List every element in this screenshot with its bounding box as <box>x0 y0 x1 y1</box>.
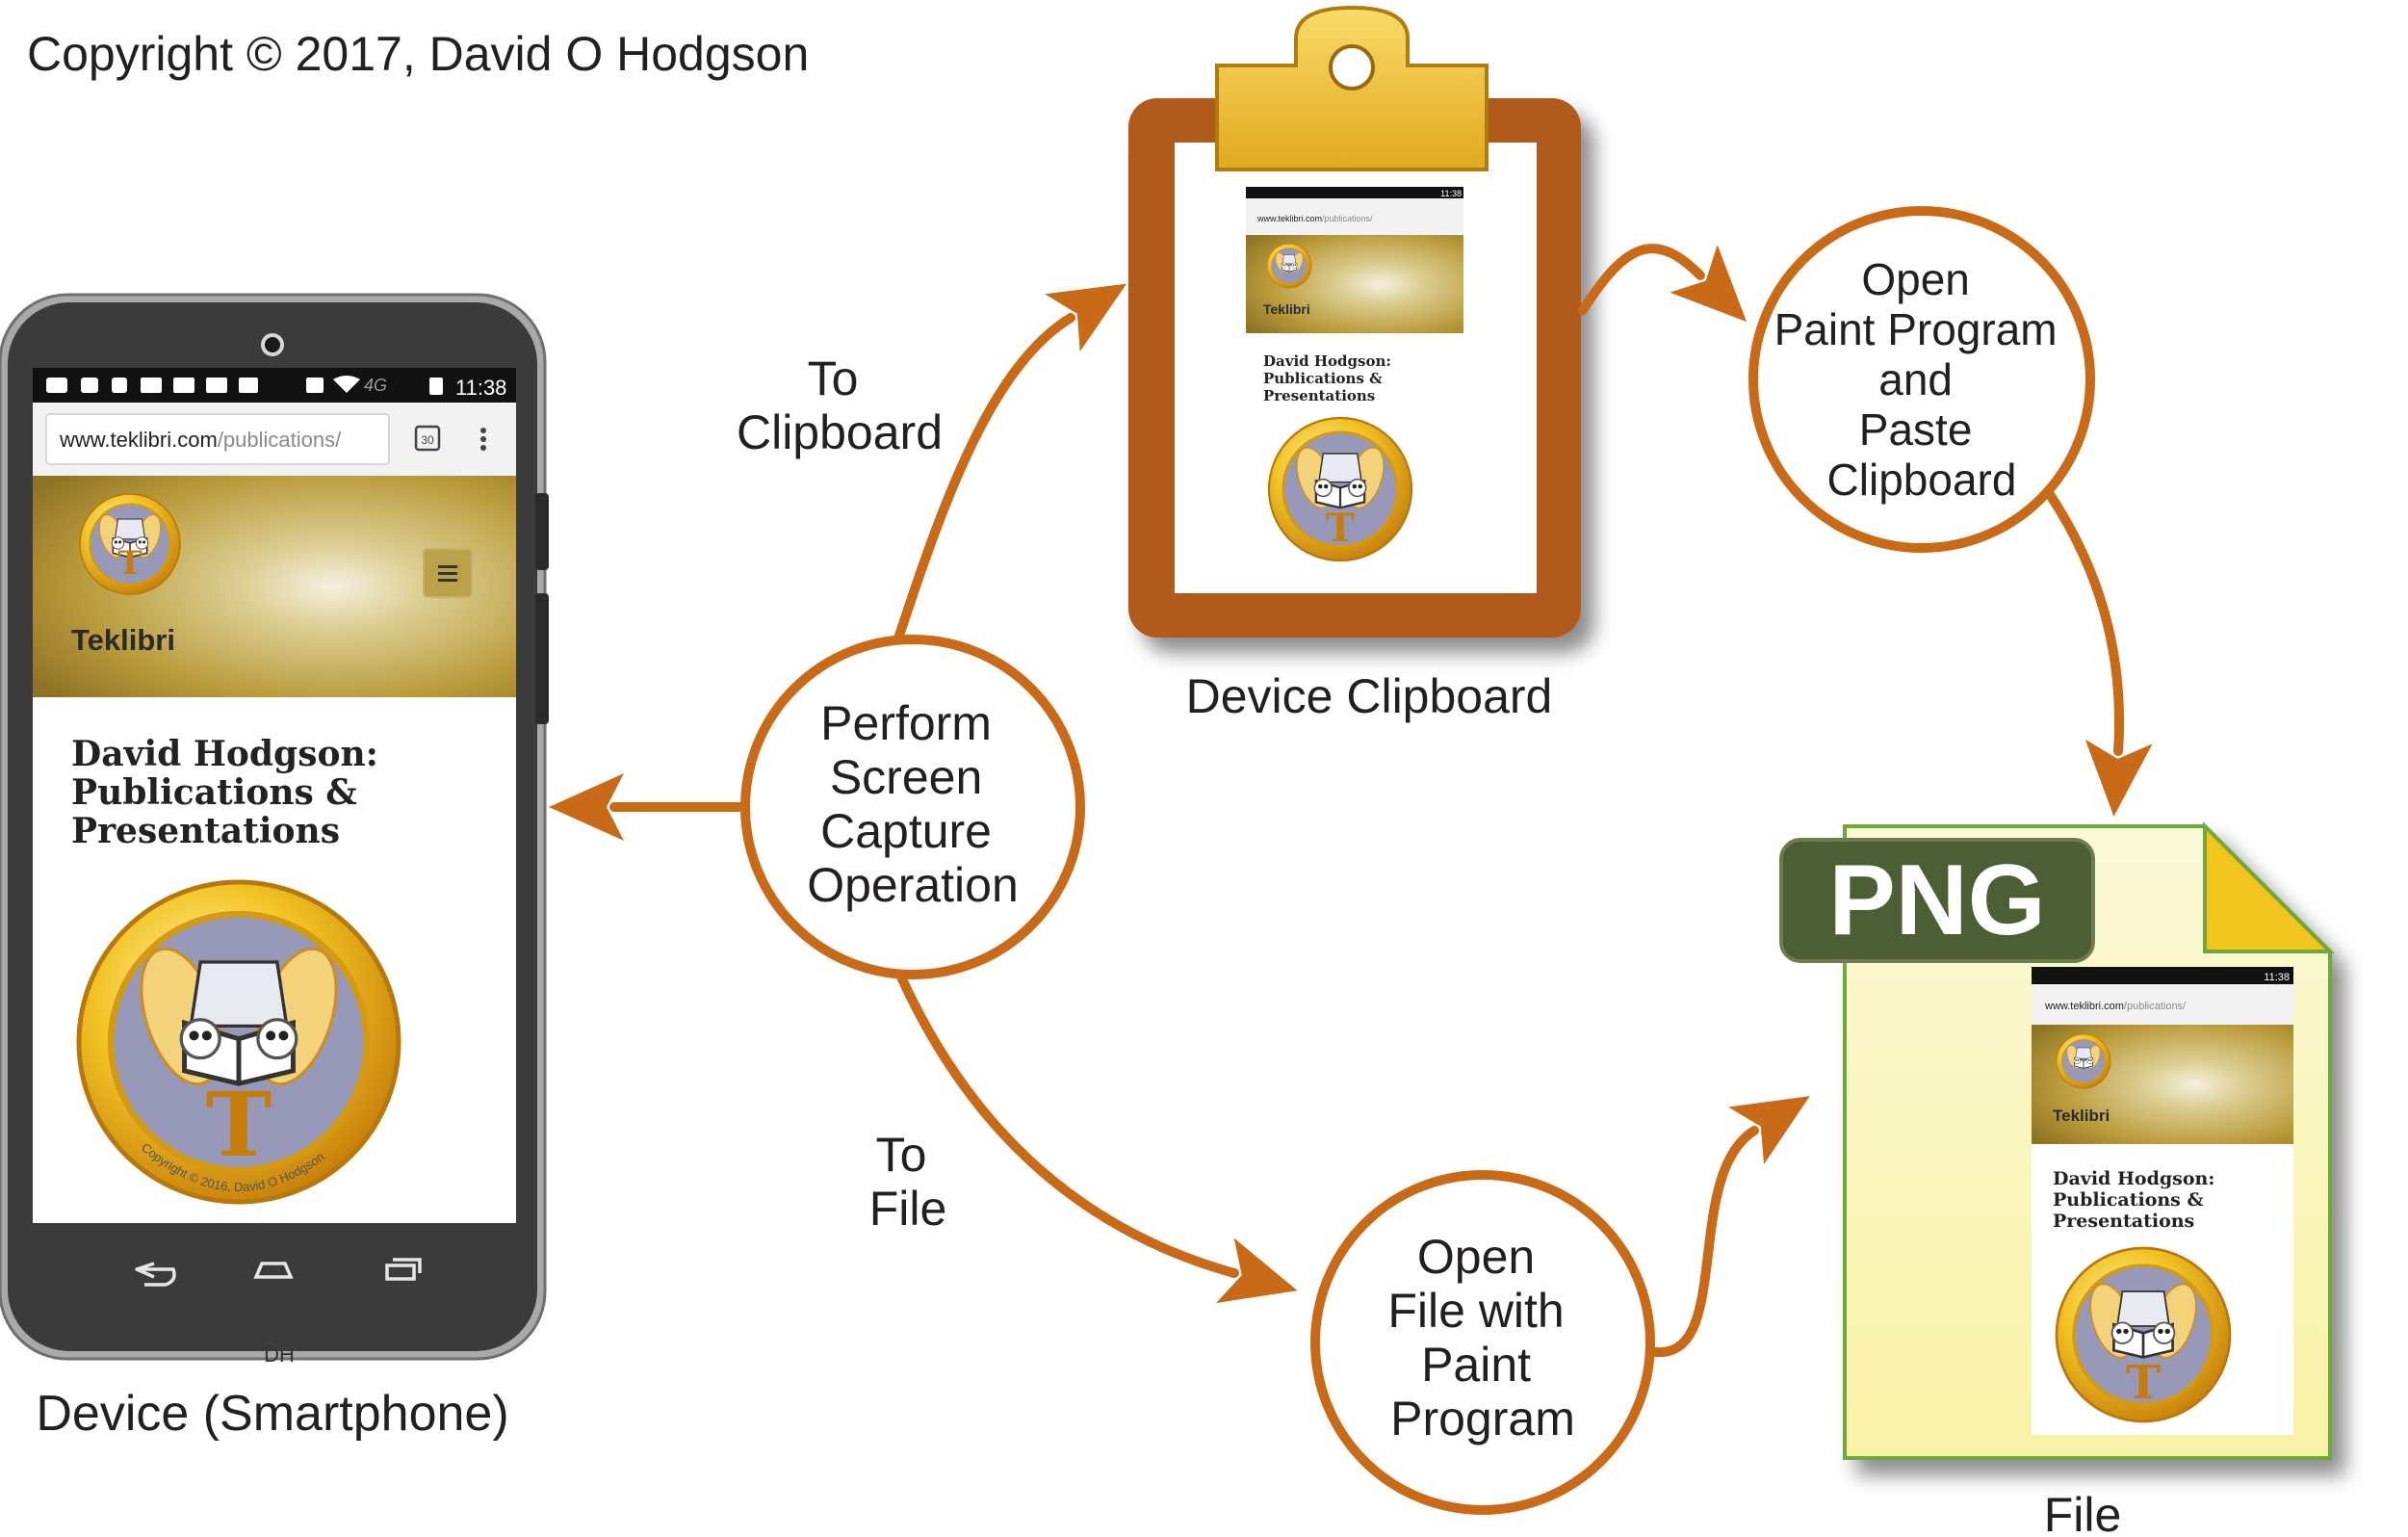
overflow-menu-icon[interactable] <box>480 428 486 451</box>
node-open-paint-line-2: File with <box>1387 1284 1564 1338</box>
file-url-path: /publications/ <box>2124 1001 2187 1012</box>
phone-nav-bar <box>33 1223 516 1316</box>
clipboard-url-host: www.teklibri.com <box>1256 214 1322 223</box>
status-icons <box>46 376 443 395</box>
status-bar <box>33 368 516 403</box>
file-url: www.teklibri.com/publications/ <box>2044 1001 2187 1012</box>
node-capture-line-4: Operation <box>807 858 1019 912</box>
node-paint-paste-text: Open Paint Program and Paste Clipboard <box>1774 254 2070 505</box>
page-heading-line-3: Presentations <box>71 811 340 851</box>
front-camera <box>261 333 284 356</box>
clipboard-heading-line-2: Publications & <box>1263 370 1383 387</box>
file-heading: David Hodgson: Publications & Presentati… <box>2053 1168 2221 1232</box>
site-logo-letter: T <box>117 544 142 583</box>
file-screenshot: 11:38 www.teklibri.com/publications/ Tek… <box>2032 967 2293 1435</box>
edge-label-to-file-line-2: File <box>869 1182 947 1236</box>
arrow-capture-to-clipboard <box>894 283 1127 640</box>
edge-label-to-clipboard-line-2: Clipboard <box>737 405 943 459</box>
node-capture-line-1: Perform <box>820 696 992 750</box>
home-button-icon[interactable] <box>253 1262 294 1279</box>
node-open-paint: Open File with Paint Program <box>1310 1170 1655 1515</box>
file-heading-line-2: Publications & <box>2053 1189 2204 1211</box>
bezel-mark: DH <box>264 1342 295 1367</box>
address-bar[interactable] <box>45 413 390 465</box>
file-logo-letter: T <box>2126 1356 2161 1410</box>
png-badge-label: PNG <box>1828 845 2045 956</box>
file-label: File <box>2044 1488 2122 1537</box>
node-perform-capture-text: Perform Screen Capture Operation <box>807 696 1019 912</box>
node-paste-line-2: Paint Program <box>1774 304 2058 354</box>
recent-apps-button-icon[interactable] <box>385 1258 422 1281</box>
clipboard-url: www.teklibri.com/publications/ <box>1256 214 1373 223</box>
file-heading-line-1: David Hodgson: <box>2053 1168 2214 1189</box>
node-paste-line-3: and <box>1878 354 1953 404</box>
file-url-host: www.teklibri.com <box>2044 1001 2124 1012</box>
node-open-paint-line-3: Paint <box>1421 1338 1531 1392</box>
clipboard-url-path: /publications/ <box>1322 214 1373 223</box>
node-capture-line-2: Screen <box>830 750 982 804</box>
url-path: /publications/ <box>218 428 342 452</box>
file-site-name: Teklibri <box>2053 1107 2110 1125</box>
node-open-paint-line-4: Program <box>1390 1392 1575 1446</box>
smartphone: 4G 11:38 www.teklibri.com/publications/ … <box>0 293 549 1367</box>
file-dog-ear <box>2203 821 2335 953</box>
node-paste-line-1: Open <box>1861 254 1970 304</box>
edge-label-to-file: To File <box>869 1128 947 1236</box>
node-capture-line-3: Capture <box>820 804 992 858</box>
clipboard-clip <box>1215 5 1489 171</box>
clipboard-label: Device Clipboard <box>1186 669 1553 723</box>
clip-hole <box>1329 44 1375 91</box>
page-heading-line-1: David Hodgson: <box>71 734 378 774</box>
phone-label: Device (Smartphone) <box>36 1386 508 1442</box>
node-open-paint-line-1: Open <box>1417 1230 1535 1284</box>
png-badge <box>1779 838 2095 963</box>
arrow-clipboard-to-paste <box>1578 244 1748 323</box>
clipboard-heading-line-3: Presentations <box>1263 387 1375 404</box>
node-paste-line-5: Clipboard <box>1827 455 2017 505</box>
phone-side-button-2 <box>535 593 549 724</box>
edge-label-to-file-line-1: To <box>876 1128 927 1182</box>
node-paste-line-4: Paste <box>1859 404 1973 455</box>
arrow-paste-to-file <box>2044 488 2153 817</box>
back-button-icon[interactable] <box>135 1262 176 1287</box>
file-heading-line-3: Presentations <box>2053 1211 2194 1232</box>
clipboard-screenshot: 11:38 www.teklibri.com/publications/ Tek… <box>1246 187 1463 562</box>
page-logo-letter: T <box>206 1073 272 1177</box>
clipboard-logo-letter: T <box>1326 506 1355 551</box>
hamburger-icon <box>438 565 457 582</box>
page-heading: David Hodgson: Publications & Presentati… <box>71 734 391 851</box>
arrow-capture-to-paint <box>894 968 1298 1304</box>
flow-arrows <box>549 244 2153 1358</box>
node-perform-capture: Perform Screen Capture Operation <box>740 635 1085 979</box>
tab-count: 30 <box>421 433 434 447</box>
clipboard-status-time: 11:38 <box>1440 189 1462 198</box>
clipboard-heading-line-1: David Hodgson: <box>1263 352 1391 370</box>
clipboard-heading: David Hodgson: Publications & Presentati… <box>1263 352 1396 404</box>
copyright-text: Copyright © 2017, David O Hodgson <box>27 27 809 81</box>
status-network: 4G <box>364 376 387 395</box>
edge-label-to-clipboard: To Clipboard <box>737 352 943 459</box>
png-file: PNG 11:38 www.teklibri.com/publications/… <box>1779 821 2335 1460</box>
node-open-paint-text: Open File with Paint Program <box>1387 1230 1577 1446</box>
file-status-time: 11:38 <box>2264 972 2290 983</box>
status-time: 11:38 <box>455 376 506 400</box>
address-bar-url: www.teklibri.com/publications/ <box>59 428 342 452</box>
url-host: www.teklibri.com <box>59 428 218 452</box>
clipboard-site-name: Teklibri <box>1263 301 1310 317</box>
page-heading-line-2: Publications & <box>71 772 357 813</box>
edge-label-to-clipboard-line-1: To <box>808 352 859 405</box>
site-name: Teklibri <box>71 623 175 657</box>
phone-side-button-1 <box>535 493 549 570</box>
tab-switcher-button[interactable] <box>414 425 441 452</box>
arrow-paint-to-file <box>1651 1095 1810 1358</box>
node-paint-paste: Open Paint Program and Paste Clipboard <box>1748 206 2095 553</box>
